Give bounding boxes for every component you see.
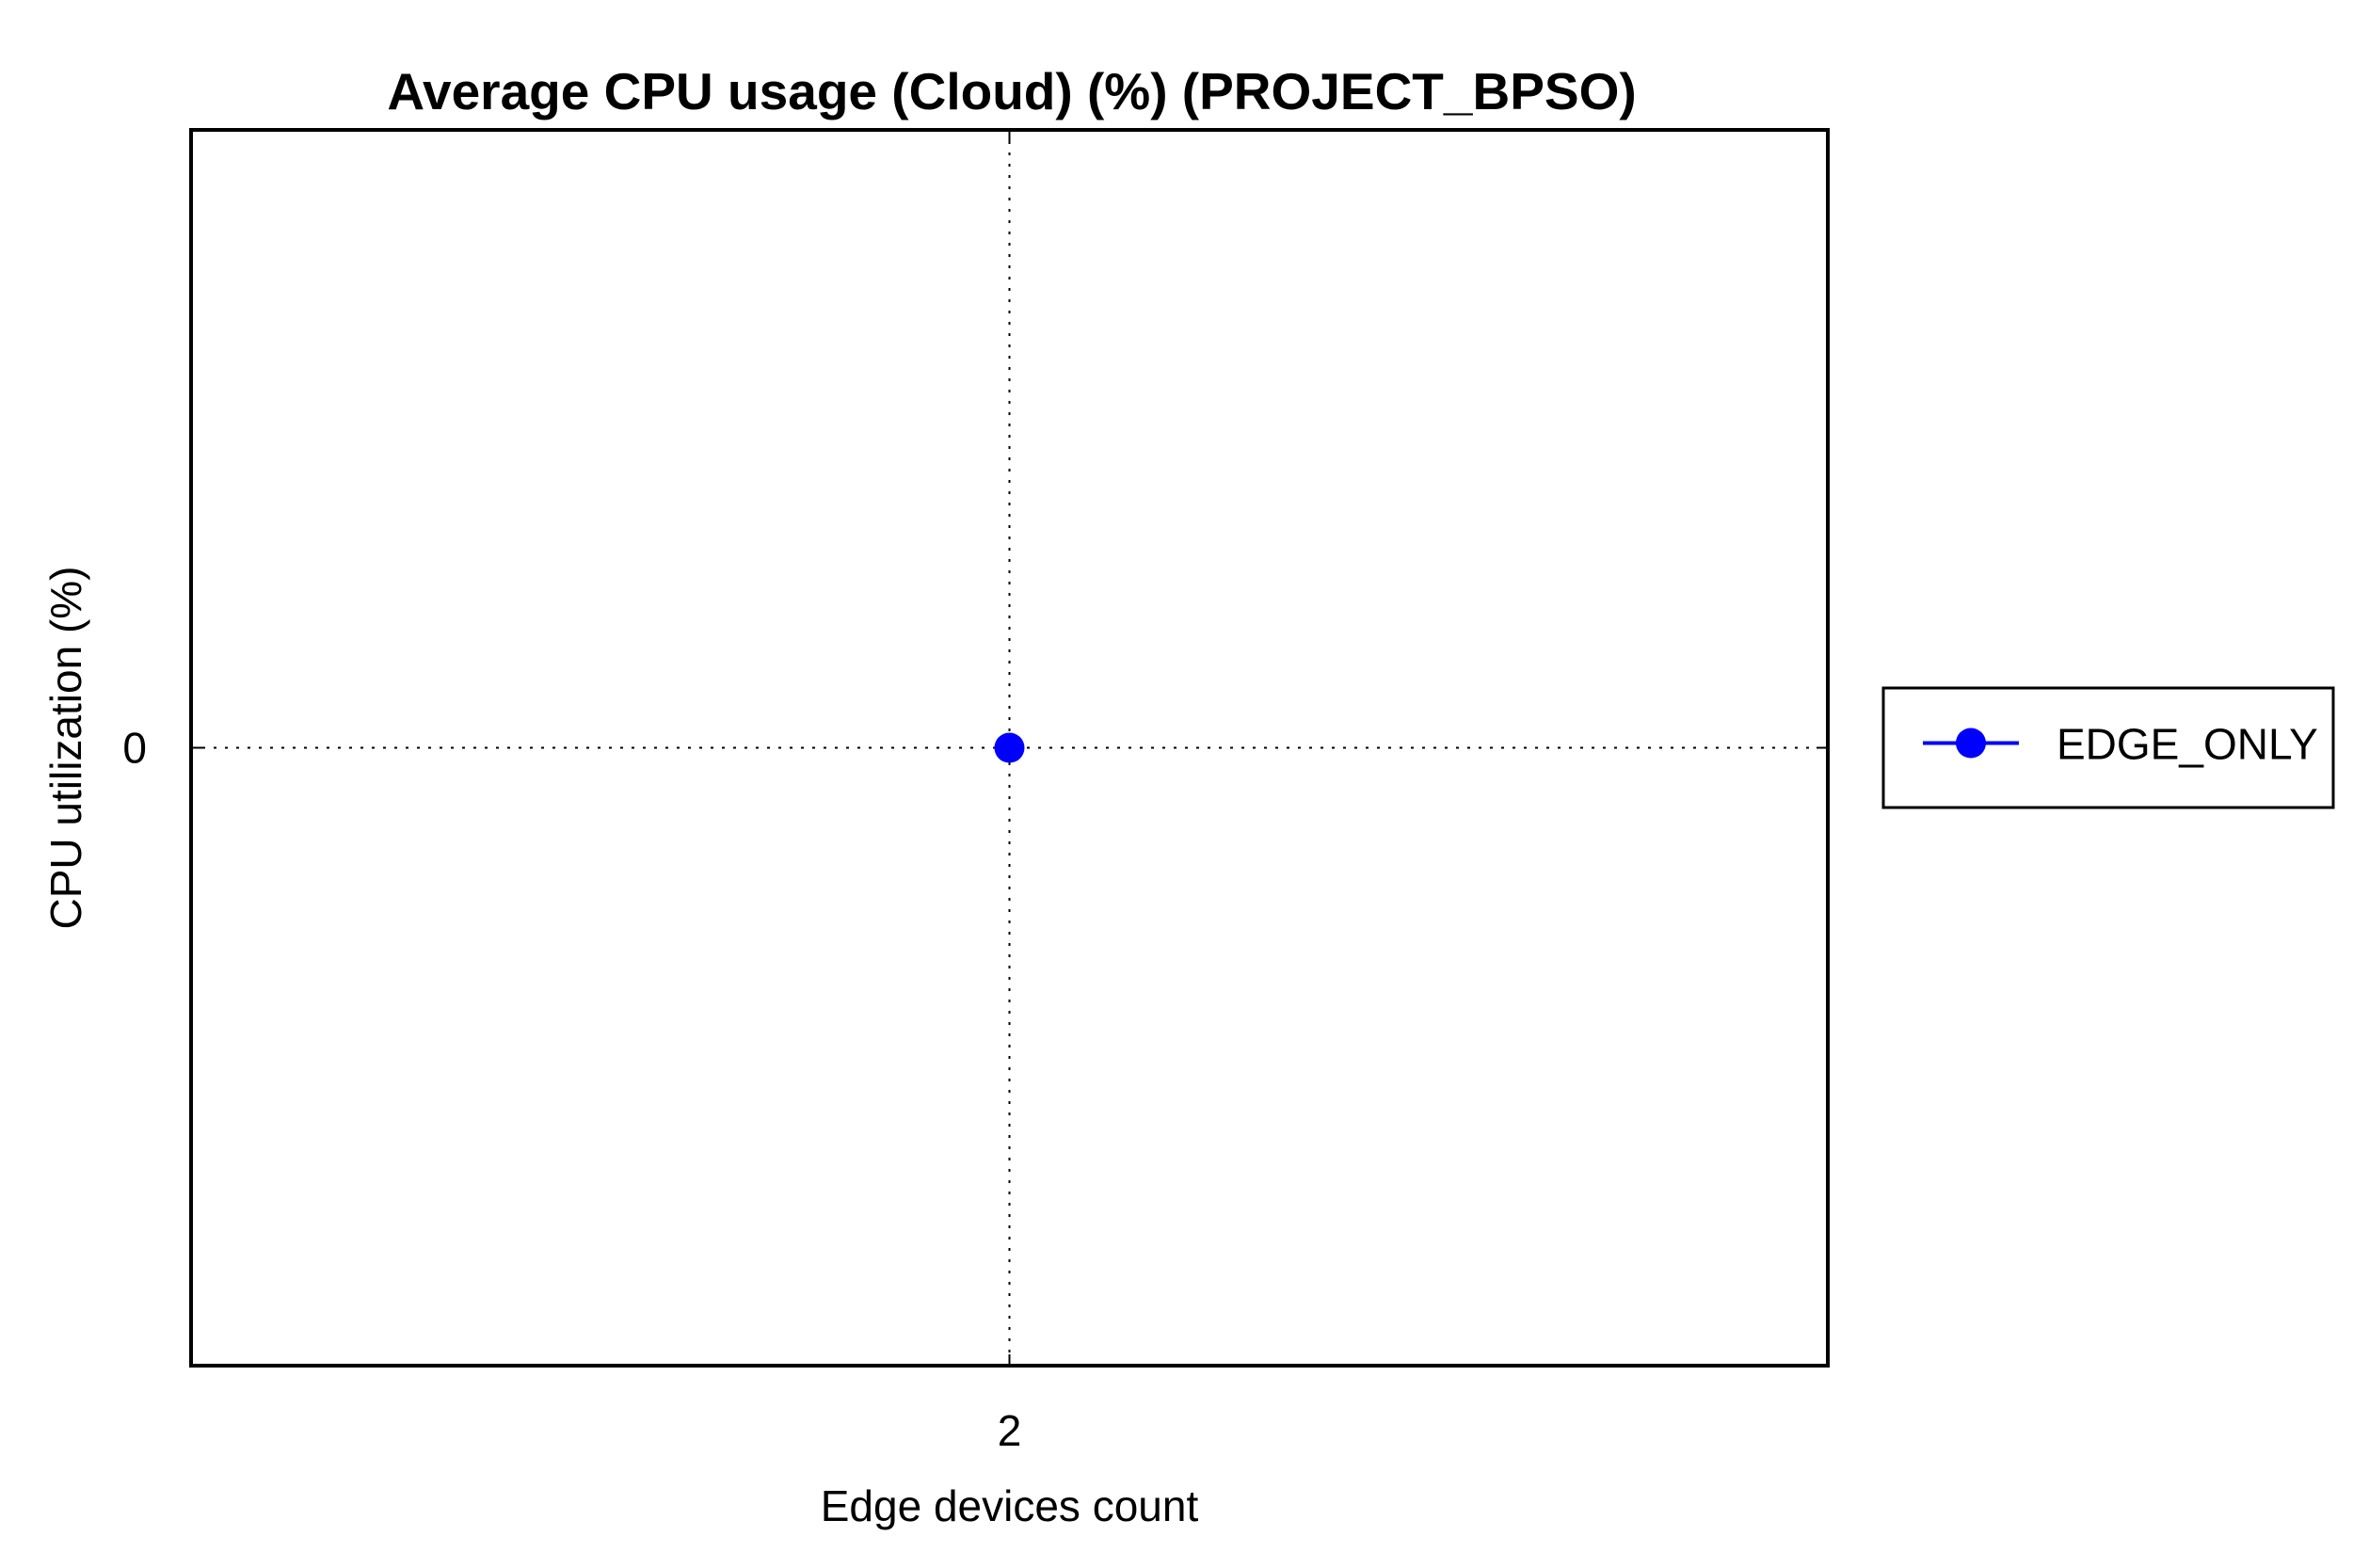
x-tick-label: 2 xyxy=(998,1406,1022,1455)
data-point xyxy=(994,732,1025,763)
y-axis-label: CPU utilization (%) xyxy=(41,567,90,930)
series-layer xyxy=(994,732,1025,763)
y-tick-label: 0 xyxy=(122,724,147,773)
chart-title: Average CPU usage (Cloud) (%) (PROJECT_B… xyxy=(387,62,1636,120)
legend: EDGE_ONLY xyxy=(1881,686,2335,809)
axis-ticks: 20 xyxy=(122,130,1828,1455)
legend-swatch-marker xyxy=(1956,728,1986,759)
grid-lines xyxy=(191,130,1828,1366)
legend-entry-label: EDGE_ONLY xyxy=(2057,720,2318,769)
x-axis-label: Edge devices count xyxy=(821,1481,1199,1530)
